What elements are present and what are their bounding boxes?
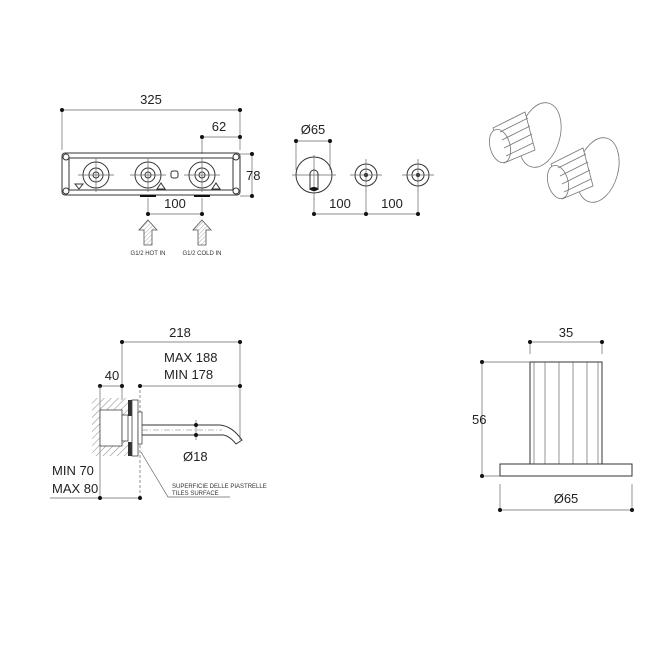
- dim-body-depth: 40: [105, 368, 119, 383]
- plate-view: Ø65 100 100: [292, 122, 434, 216]
- dim-spout-diameter: Ø65: [301, 122, 326, 137]
- hot-inlet-arrow-icon: [138, 219, 158, 246]
- dim-height: 78: [246, 168, 260, 183]
- dim-inlet-spacing: 100: [164, 196, 186, 211]
- logo-mark: [170, 170, 179, 179]
- triangle-mark: [73, 183, 85, 190]
- dim-height: 56: [472, 412, 486, 427]
- dim-wall-min: MIN 70: [52, 463, 94, 478]
- hot-inlet-label: G1/2 HOT IN: [131, 251, 166, 257]
- tiles-leader-line: [140, 451, 230, 498]
- dim-total-length: 218: [169, 325, 191, 340]
- dim-base-diameter: Ø65: [554, 491, 579, 506]
- valve-hot: [78, 158, 114, 192]
- spout-outlet: [309, 169, 319, 190]
- front-view: 325 62 78: [60, 92, 260, 257]
- valve-diverter: [130, 158, 166, 192]
- dim-width: 325: [140, 92, 162, 107]
- valve-body: [99, 409, 123, 447]
- isometric-handles: [488, 102, 620, 203]
- dim-pipe-diameter: Ø18: [183, 449, 208, 464]
- dim-wall-max: MAX 80: [52, 481, 98, 496]
- handle-plate-2: [402, 159, 434, 191]
- dim-offset: 62: [212, 119, 226, 134]
- dim-spout-min: MIN 178: [164, 367, 213, 382]
- dim-spout-max: MAX 188: [164, 350, 217, 365]
- valve-cold: [184, 158, 220, 192]
- handle-base: [499, 463, 633, 477]
- side-view: 218 MAX 188 MIN 178 40 Ø18 MIN 70 MAX 80…: [50, 325, 267, 500]
- flange: [131, 399, 139, 457]
- spout-pipe: [142, 424, 243, 445]
- handle-stem: [529, 361, 603, 465]
- dim-stem-diameter: 35: [559, 325, 573, 340]
- cold-inlet-arrow-icon: [192, 219, 212, 246]
- cold-inlet-label: G1/2 COLD IN: [182, 251, 221, 257]
- handle-elevation: 35 56 Ø65: [472, 325, 634, 512]
- tiles-label-en: TILES SURFACE: [172, 491, 219, 497]
- handle-plate-1: [350, 159, 382, 191]
- dim-spacing-1: 100: [329, 196, 351, 211]
- tiles-label-it: SUPERFICIE DELLE PIASTRELLE: [172, 484, 267, 490]
- dim-spacing-2: 100: [381, 196, 403, 211]
